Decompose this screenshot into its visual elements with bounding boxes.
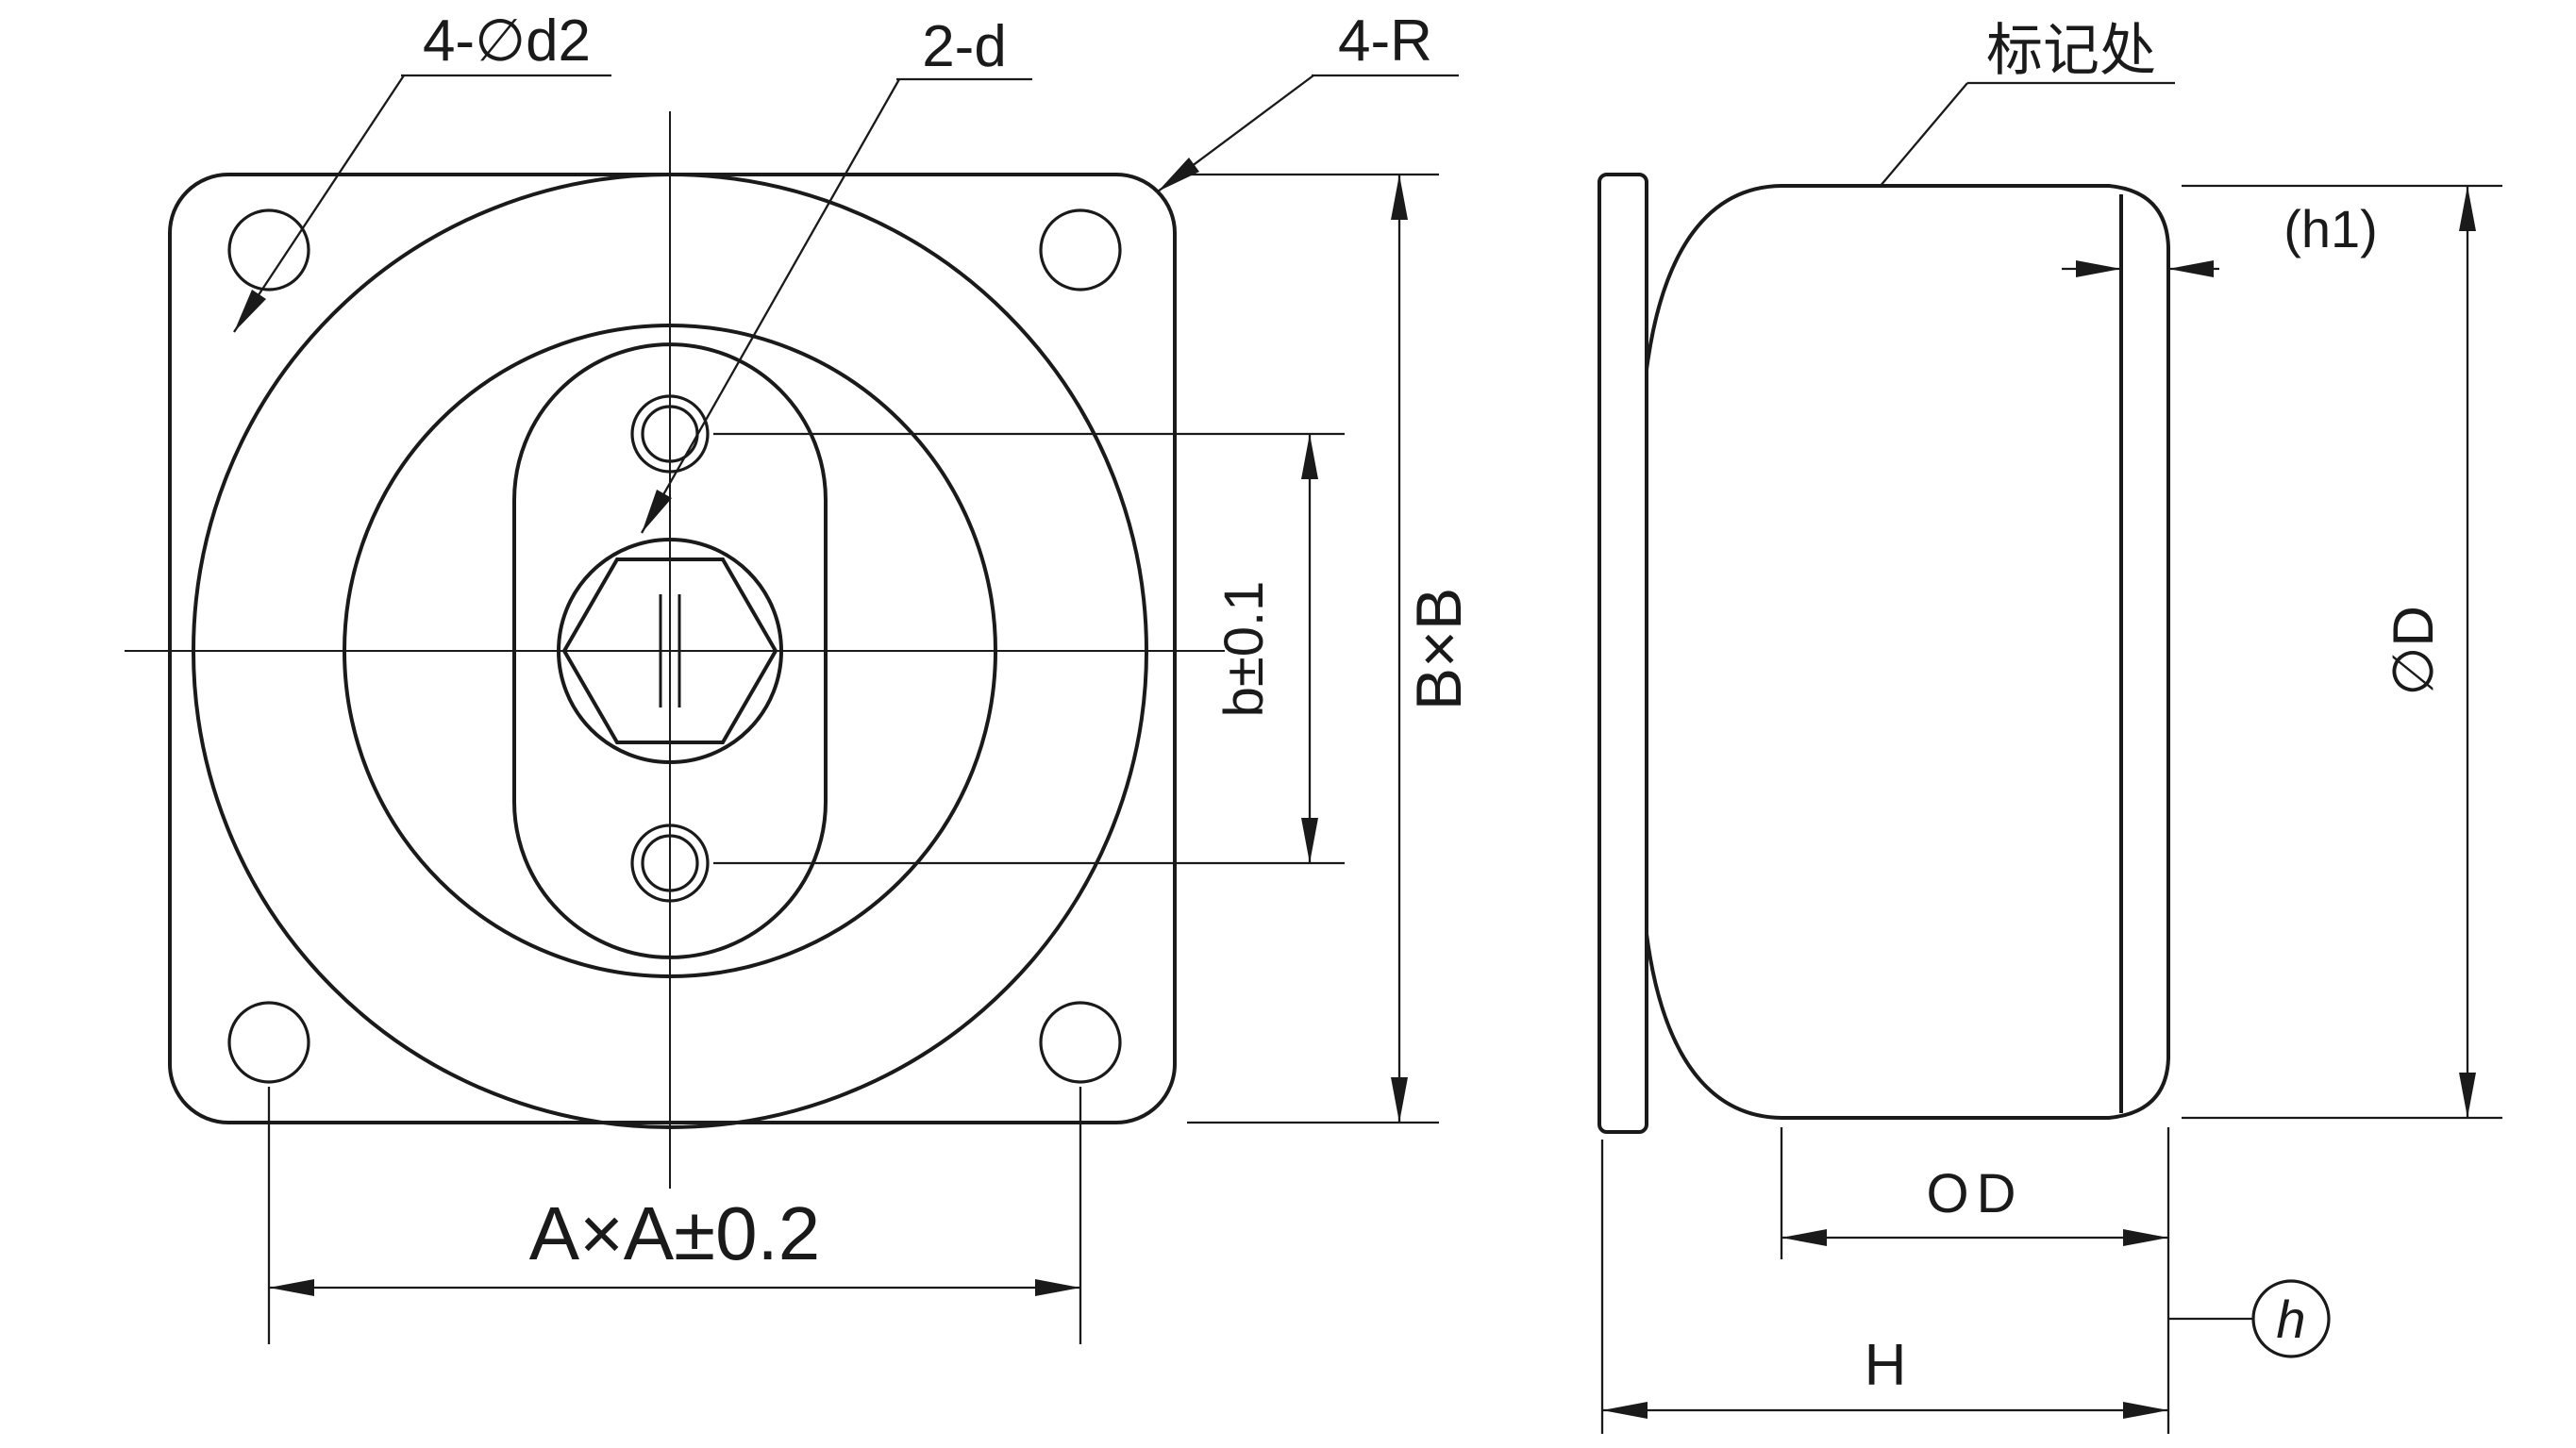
- callout-corner-holes-leader: [233, 75, 405, 333]
- corner-hole-top-left: [227, 208, 310, 291]
- datum-h-balloon: [2251, 1279, 2331, 1358]
- arrowhead: [2123, 1402, 2168, 1419]
- callout-corner-radius-label: 4-R: [1338, 8, 1432, 74]
- callout-corner-holes-label: 4-∅d2: [423, 8, 591, 74]
- side-view: [1597, 173, 2170, 1134]
- callout-small-holes-label: 2-d: [922, 14, 1007, 79]
- callout-small-holes-leader: [640, 78, 901, 534]
- dim-body-diameter-label: ∅D: [2382, 606, 2445, 696]
- arrowhead: [1602, 1402, 1648, 1419]
- arrowhead: [2459, 186, 2476, 231]
- square-flange-outline: [168, 173, 1177, 1124]
- arrowhead: [1158, 158, 1199, 191]
- marking-place-leader: [1879, 82, 1968, 188]
- small-hole-top-outer: [630, 394, 710, 474]
- front-view: [125, 111, 1225, 1189]
- corner-hole-bottom-left: [227, 1001, 310, 1084]
- arrowhead: [1391, 175, 1408, 220]
- obround-boss-outline: [512, 342, 828, 959]
- dim-step-label: (h1): [2283, 199, 2378, 258]
- dim-flange-height-label: B×B: [1403, 588, 1475, 710]
- body-inner-circle: [343, 324, 997, 978]
- arrowhead: [269, 1279, 314, 1296]
- hex-nut-outline: [561, 558, 778, 744]
- dim-overall-length-label: H: [1865, 1333, 1907, 1398]
- arrowhead: [1781, 1229, 1827, 1246]
- small-hole-bottom-outer: [630, 824, 710, 903]
- hex-boss-circle: [557, 538, 783, 764]
- body-outer-circle: [192, 173, 1148, 1129]
- arrowhead: [1035, 1279, 1080, 1296]
- marking-place-label: 标记处: [1986, 19, 2156, 82]
- front-view-dimensions: 4-∅d2 2-d 4-R b±0.1 B×B A×A±0.: [233, 8, 1475, 1344]
- arrowhead: [1301, 434, 1318, 479]
- arrowhead: [2123, 1229, 2168, 1246]
- arrowhead: [1391, 1077, 1408, 1123]
- flange-plate-outline: [1597, 173, 1648, 1134]
- side-view-dimensions: 标记处 (h1) ∅D OD H h: [1600, 19, 2502, 1434]
- dim-height-symbol-label: h: [2276, 1290, 2305, 1349]
- corner-hole-bottom-right: [1039, 1001, 1122, 1084]
- dim-body-length-label: OD: [1927, 1163, 2024, 1224]
- arrowhead: [1301, 818, 1318, 863]
- small-hole-bottom-inner: [641, 834, 699, 892]
- arrowhead: [234, 290, 266, 332]
- dim-flange-width-label: A×A±0.2: [529, 1191, 821, 1275]
- arrowhead: [642, 490, 672, 533]
- arrowhead: [2168, 260, 2214, 277]
- arrowhead: [2459, 1073, 2476, 1118]
- arrowhead: [2076, 260, 2121, 277]
- corner-hole-top-right: [1039, 208, 1122, 291]
- dim-hole-spacing-label: b±0.1: [1213, 581, 1275, 718]
- body-profile-outline: [1645, 184, 2170, 1120]
